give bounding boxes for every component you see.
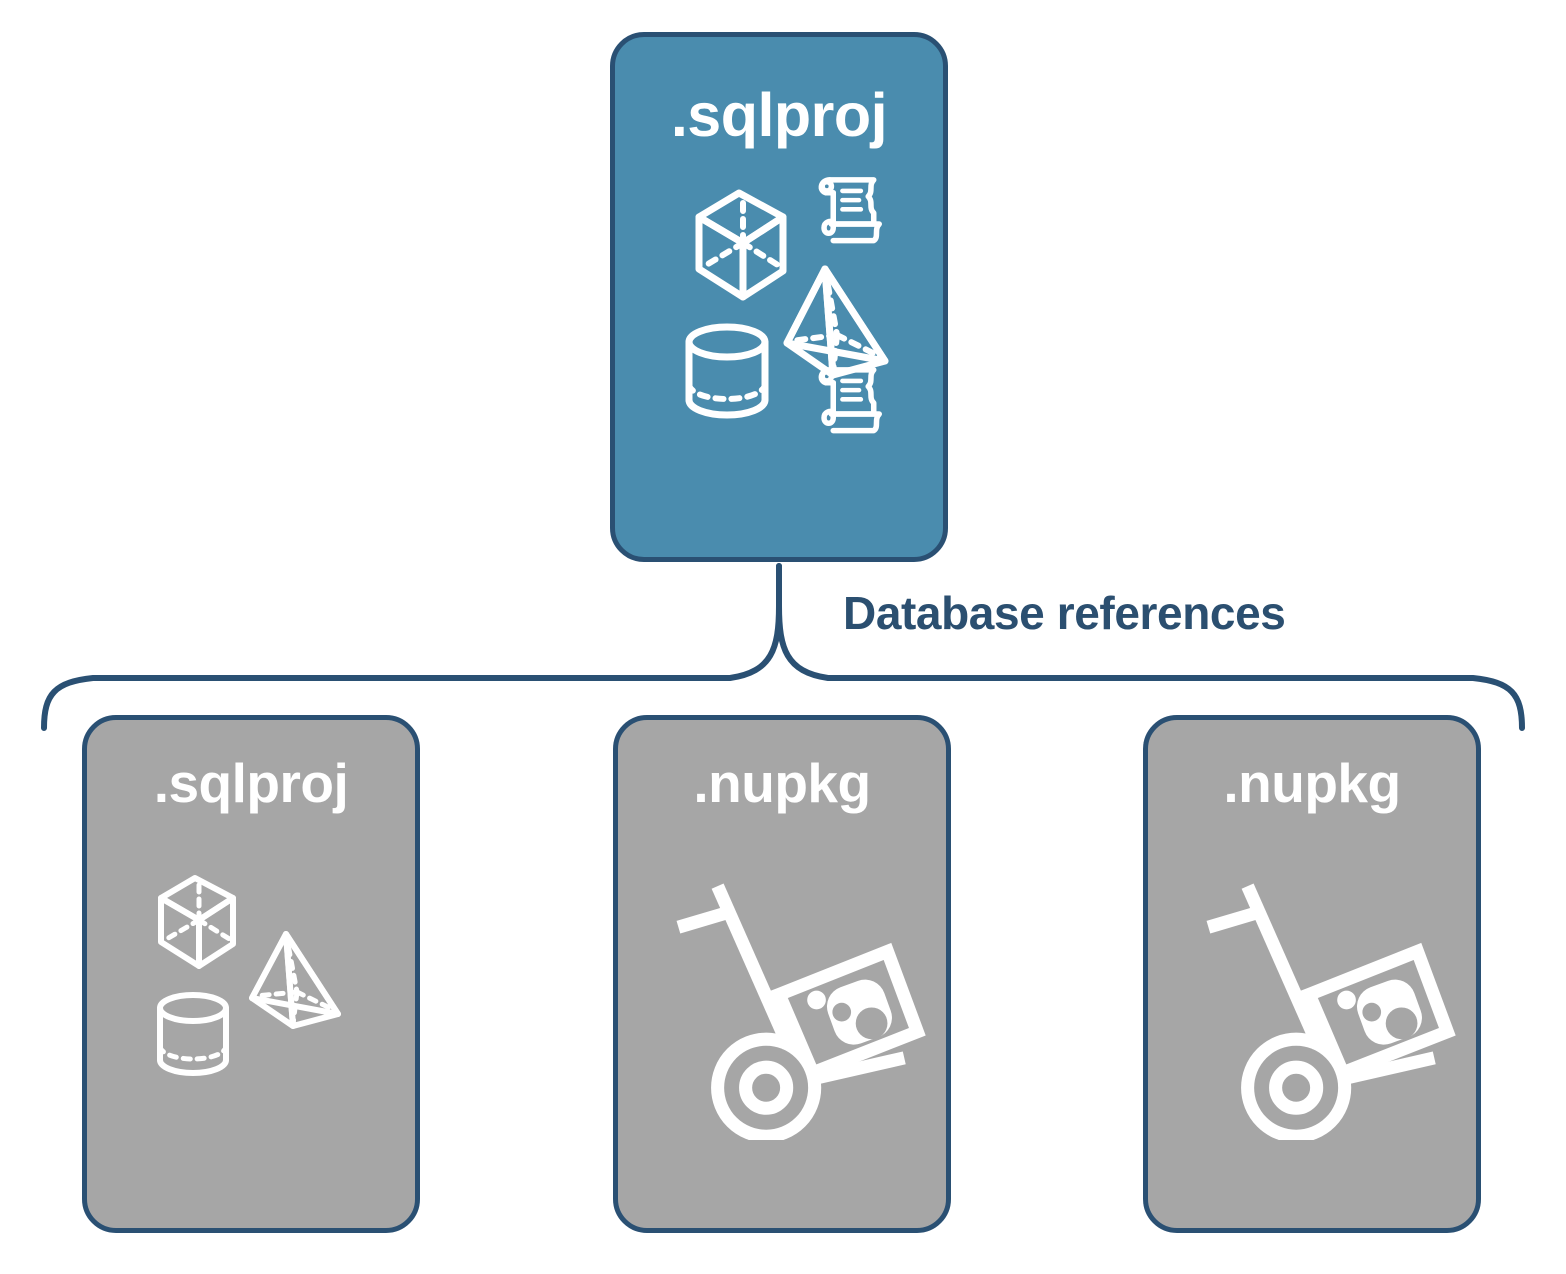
node-child-nupkg-1[interactable]: .nupkg [613, 715, 951, 1233]
node-child-nupkg-2[interactable]: .nupkg [1143, 715, 1481, 1233]
node-root-title: .sqlproj [670, 81, 888, 149]
node-child-nupkg-1-title: .nupkg [693, 752, 871, 814]
nuget-package-dolly-icon [656, 860, 936, 1143]
nuget-package-dolly-icon [1186, 860, 1466, 1143]
node-child-sqlproj-title: .sqlproj [153, 752, 349, 814]
database-schema-objects-icon [149, 868, 379, 1098]
node-root-sqlproj[interactable]: .sqlproj [610, 32, 948, 562]
connector-label-database-references: Database references [843, 587, 1286, 639]
database-schema-objects-icon [665, 167, 905, 437]
node-child-nupkg-2-title: .nupkg [1223, 752, 1401, 814]
node-child-sqlproj[interactable]: .sqlproj [82, 715, 420, 1233]
